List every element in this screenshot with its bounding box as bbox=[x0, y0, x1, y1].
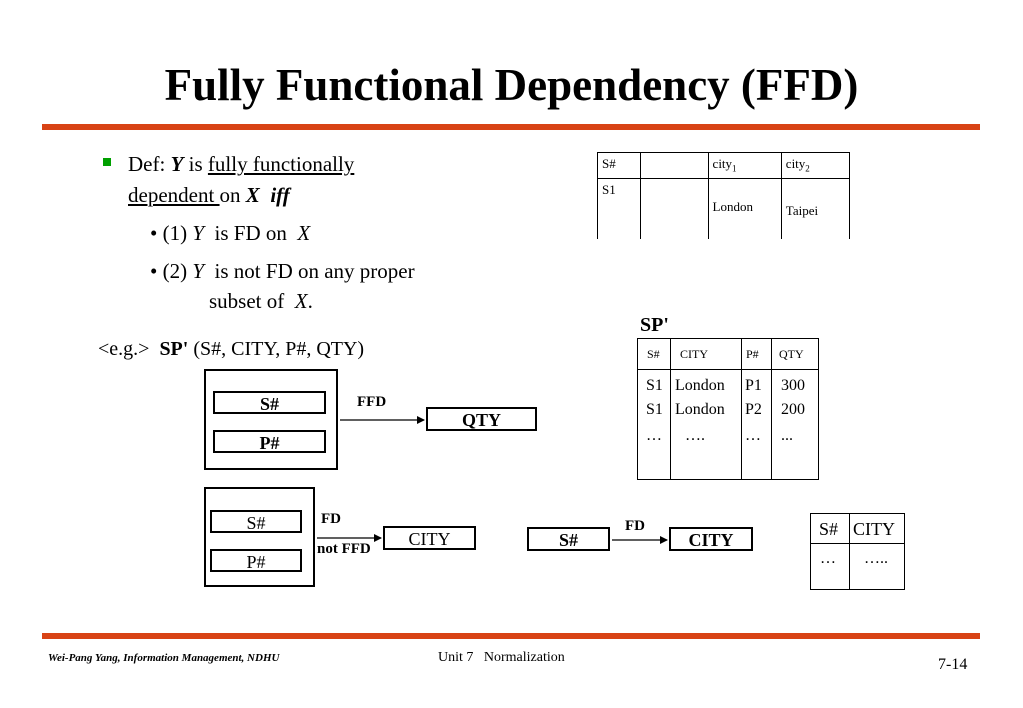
sp-table-col-divider bbox=[741, 339, 742, 479]
sc-arrow-label: FD bbox=[625, 518, 645, 534]
ffd-determinant-group bbox=[204, 369, 338, 470]
footer-unit: Unit 7 Normalization bbox=[438, 650, 565, 665]
sp-cell: S1 bbox=[646, 377, 663, 394]
sp-table: S# CITY P# QTY S1 London P1 300 S1 Londo… bbox=[637, 338, 819, 480]
sp-cell: … bbox=[646, 427, 662, 444]
round-bullet-icon: • bbox=[150, 221, 158, 245]
not-ffd-label: not FFD bbox=[317, 541, 371, 557]
cond2-x: X bbox=[294, 289, 308, 313]
def-is: is bbox=[183, 152, 208, 176]
sp-table-title: SP' bbox=[640, 314, 669, 336]
example-name: SP' bbox=[159, 338, 189, 360]
def-ffd-line1: fully functionally bbox=[207, 152, 355, 176]
cond1-num: (1) bbox=[162, 221, 193, 245]
sp-header-p: P# bbox=[746, 347, 759, 361]
sp-header-city: CITY bbox=[680, 347, 708, 361]
sc-s-box: S# bbox=[527, 527, 610, 551]
s-city-cell: ….. bbox=[864, 550, 888, 567]
sc-target-box: CITY bbox=[669, 527, 753, 551]
sp-cell: …. bbox=[685, 427, 705, 444]
sp-table-col-divider bbox=[670, 339, 671, 479]
definition-line-1: Def: Y is fully functionally bbox=[128, 149, 354, 179]
example-prefix: <e.g.> bbox=[98, 338, 160, 360]
s-city-table: S# CITY … ….. bbox=[810, 513, 905, 590]
cond2-end: . bbox=[307, 289, 313, 313]
slide-title: Fully Functional Dependency (FFD) bbox=[164, 60, 859, 110]
sp-table-col-divider bbox=[771, 339, 772, 479]
sp-header-qty: QTY bbox=[779, 347, 804, 361]
sp-cell: P2 bbox=[745, 401, 762, 418]
example-attrs: (S#, CITY, P#, QTY) bbox=[188, 338, 365, 360]
sp-cell: London bbox=[675, 377, 725, 394]
city-table-cell: Taipei bbox=[780, 178, 851, 239]
title-divider bbox=[42, 124, 980, 130]
cond1-y: Y bbox=[192, 221, 205, 245]
cond2-num: (2) bbox=[162, 259, 193, 283]
condition-2: • (2) Y is not FD on any proper bbox=[150, 256, 415, 286]
s-city-header-divider bbox=[811, 543, 904, 544]
city-table-cell bbox=[640, 178, 709, 239]
s-city-col-divider bbox=[849, 514, 850, 589]
ffd-arrow-label: FFD bbox=[357, 394, 387, 410]
s-city-cell: … bbox=[820, 550, 836, 567]
city-table-cell: S1 bbox=[596, 178, 642, 239]
city-table: S# city1 city2 S1 London Taipei bbox=[596, 152, 851, 239]
cond1-text: is FD on bbox=[204, 221, 298, 245]
s-city-header-s: S# bbox=[819, 519, 839, 539]
footer-author: Wei-Pang Yang, Information Management, N… bbox=[48, 652, 280, 664]
sp-cell: … bbox=[745, 427, 761, 444]
def-x: X bbox=[245, 183, 260, 207]
sp-table-header-divider bbox=[638, 369, 818, 370]
ffd-target-box: QTY bbox=[426, 407, 537, 431]
definition-line-2: dependent on X iff bbox=[128, 180, 290, 210]
fd-p-box: P# bbox=[210, 549, 302, 572]
square-bullet-icon bbox=[103, 158, 111, 166]
sp-cell: P1 bbox=[745, 377, 762, 394]
cond2-text: is not FD on any proper bbox=[204, 259, 415, 283]
city-table-cell: London bbox=[707, 178, 782, 239]
def-y: Y bbox=[170, 152, 184, 176]
sp-cell: S1 bbox=[646, 401, 663, 418]
s-city-header-city: CITY bbox=[853, 519, 895, 539]
def-on: on bbox=[219, 183, 246, 207]
def-prefix: Def: bbox=[128, 152, 171, 176]
cond2-y: Y bbox=[192, 259, 205, 283]
def-ffd-line2: dependent bbox=[128, 183, 220, 207]
fd-target-box: CITY bbox=[383, 526, 476, 550]
round-bullet-icon: • bbox=[150, 259, 158, 283]
sp-cell: ... bbox=[781, 427, 793, 444]
ffd-s-box: S# bbox=[213, 391, 326, 414]
sp-header-s: S# bbox=[647, 347, 660, 361]
sp-cell: London bbox=[675, 401, 725, 418]
condition-2-line-2: subset of X. bbox=[209, 286, 313, 316]
ffd-p-box: P# bbox=[213, 430, 326, 453]
sp-cell: 300 bbox=[781, 377, 805, 394]
def-iff: iff bbox=[270, 183, 290, 207]
condition-1: • (1) Y is FD on X bbox=[150, 218, 310, 248]
example-line: <e.g.> SP' (S#, CITY, P#, QTY) bbox=[98, 334, 364, 364]
footer-divider bbox=[42, 633, 980, 639]
city-table-header: city2 bbox=[780, 152, 851, 179]
footer-page-number: 7-14 bbox=[938, 656, 968, 673]
sp-cell: 200 bbox=[781, 401, 805, 418]
fd-s-box: S# bbox=[210, 510, 302, 533]
cond2-line2: subset of bbox=[209, 289, 295, 313]
fd-arrow-label: FD bbox=[321, 511, 341, 527]
cond1-x: X bbox=[297, 221, 311, 245]
